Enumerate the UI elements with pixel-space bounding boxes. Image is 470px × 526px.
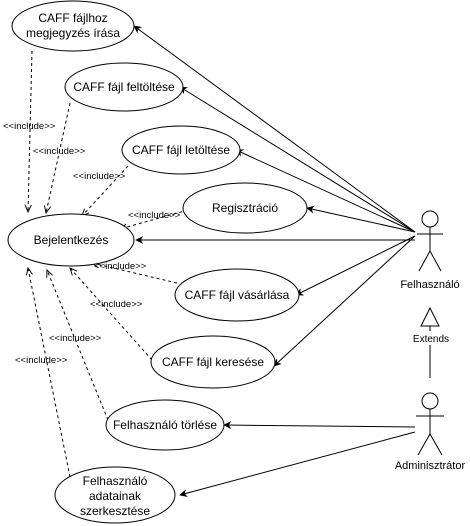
use-case-vasarlas[interactable]: CAFF fájl vásárlása [174, 268, 300, 322]
use-case-szerkesztes[interactable]: Felhasználó adatainak szerkesztése [54, 466, 176, 524]
include-line-megjegyzes [28, 50, 33, 212]
assoc-felhasznalo-vasarlas [295, 235, 416, 296]
use-case-torles[interactable]: Felhasználó törlése [105, 399, 225, 451]
extends-label-bg [404, 331, 456, 345]
use-case-kereses[interactable]: CAFF fájl keresése [150, 335, 276, 389]
assoc-felhasznalo-regisztracio [306, 205, 416, 233]
include-line-kereses [70, 268, 153, 361]
use-case-szerkesztes-line1: Felhasználó [83, 474, 148, 488]
include-label-feltoltes: <<include>> [33, 146, 86, 157]
use-case-bejelentkezes-label: Bejelentkezés [34, 233, 109, 247]
include-line-letoltes [82, 165, 129, 216]
include-lines [28, 50, 189, 478]
include-label-kereses: <<include>> [90, 299, 143, 310]
use-case-szerkesztes-line2: adatainak [89, 489, 142, 503]
actor-adminisztrator-label: Adminisztrátor [395, 460, 466, 472]
use-case-bejelentkezes[interactable]: Bejelentkezés [7, 213, 135, 267]
extends-label: Extends [413, 334, 449, 345]
use-case-megjegyzes-line1: CAFF fájlhoz [38, 11, 107, 25]
include-line-szerkesztes [28, 268, 71, 478]
include-line-torles [47, 270, 109, 421]
felhasznalo-associations [133, 25, 416, 367]
use-case-vasarlas-label: CAFF fájl vásárlása [185, 288, 290, 302]
use-case-megjegyzes-line2: megjegyzés írása [26, 26, 120, 40]
use-case-kereses-label: CAFF fájl keresése [162, 355, 264, 369]
use-case-letoltes[interactable]: CAFF fájl letöltése [121, 125, 241, 175]
actor-felhasznalo-label: Felhasználó [400, 279, 459, 291]
include-line-feltoltes [46, 102, 71, 213]
use-case-szerkesztes-line3: szerkesztése [80, 504, 150, 518]
assoc-admin-torles [223, 421, 416, 430]
use-case-regisztracio-label: Regisztráció [212, 201, 278, 215]
actor-felhasznalo-head-icon [421, 210, 439, 228]
assoc-felhasznalo-kereses [273, 235, 416, 367]
include-label-torles: <<include>> [49, 333, 102, 344]
assoc-felhasznalo-feltoltes [179, 86, 416, 233]
use-case-letoltes-label: CAFF fájl letöltése [132, 143, 230, 157]
include-label-letoltes: <<include>> [73, 171, 126, 182]
include-label-megjegyzes: <<include>> [3, 121, 56, 132]
actor-felhasznalo[interactable]: Felhasználó [400, 210, 460, 291]
include-label-regisztracio: <<include>> [128, 210, 181, 221]
use-case-megjegyzes[interactable]: CAFF fájlhoz megjegyzés írása [11, 0, 135, 52]
assoc-felhasznalo-megjegyzes [133, 25, 416, 233]
use-case-feltoltes-label: CAFF fájl feltöltése [73, 80, 175, 94]
actor-adminisztrator[interactable]: Adminisztrátor [395, 392, 466, 472]
include-labels: <<include>> <<include>> <<include>> <<in… [3, 121, 181, 366]
use-case-feltoltes[interactable]: CAFF fájl feltöltése [64, 62, 184, 112]
include-label-szerkesztes: <<include>> [15, 355, 68, 366]
extends-relation: Extends [404, 306, 456, 378]
use-case-torles-label: Felhasználó törlése [113, 418, 217, 432]
include-line-vasarlas [92, 263, 178, 284]
actor-adminisztrator-head-icon [421, 392, 439, 410]
adminisztrator-associations [179, 421, 416, 497]
assoc-admin-szerkesztes [179, 431, 416, 497]
extends-triangle [420, 306, 440, 327]
use-case-regisztracio[interactable]: Regisztráció [182, 182, 308, 234]
include-label-vasarlas: <<include>> [94, 261, 147, 272]
assoc-felhasznalo-letoltes [235, 149, 416, 233]
